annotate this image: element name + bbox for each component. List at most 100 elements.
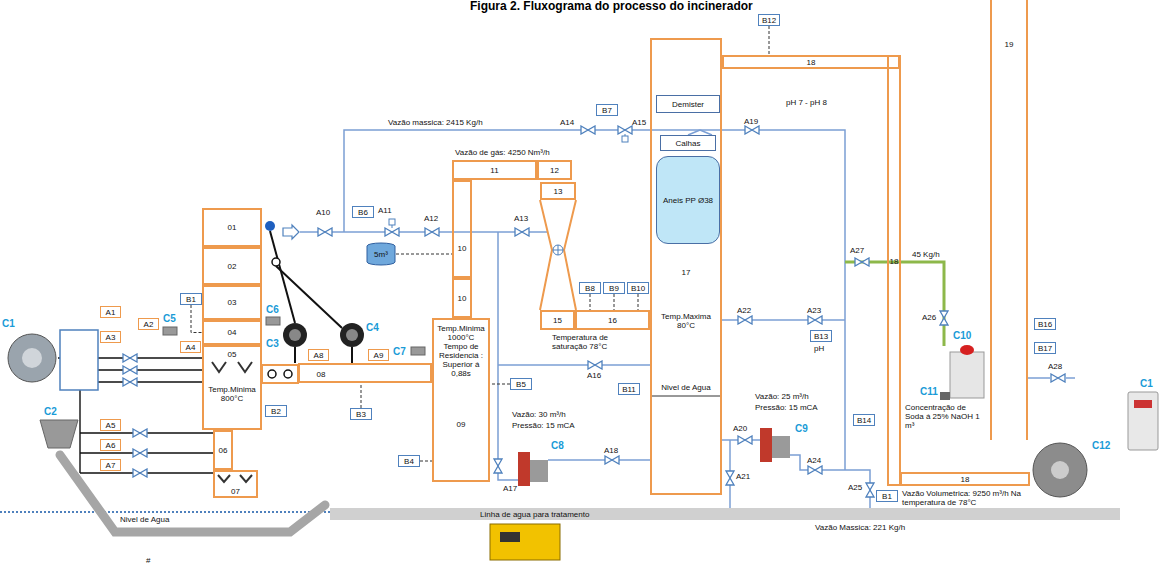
equipment-tag: C4: [366, 322, 379, 333]
water-pipe: [344, 130, 845, 470]
pumps: [772, 436, 790, 458]
tower-water-line: [652, 396, 720, 397]
process-box: 10: [452, 180, 472, 278]
node-text: B3: [356, 410, 366, 419]
node-text: Demister: [672, 100, 704, 109]
fuel-lines: [270, 231, 352, 363]
node-text: 07: [215, 487, 256, 496]
instruments: [622, 136, 628, 142]
water-pipe: [498, 364, 650, 366]
node-text: B10: [631, 284, 645, 293]
valves: [133, 449, 147, 457]
node-text: 04: [228, 328, 237, 337]
process-box: 02: [202, 247, 262, 285]
air-lines: [80, 390, 213, 473]
valves: [726, 471, 734, 485]
valves: [808, 316, 822, 324]
internal-box: Calhas: [660, 135, 716, 151]
instrument-tag: B6: [352, 206, 374, 218]
blowers: [283, 323, 307, 347]
valve-tag: A6: [100, 439, 121, 451]
line-ports: [265, 221, 275, 231]
process-box: 15: [540, 310, 575, 330]
instrument-tag: B3: [350, 408, 372, 420]
water-pipe: [548, 459, 650, 461]
node-text: A7: [106, 461, 116, 470]
instrument-tag: B17: [1034, 342, 1056, 354]
soda-line: [845, 262, 944, 346]
annotation: A27: [850, 246, 864, 255]
equipment-tag: C3: [266, 338, 279, 349]
fan-c1: [8, 334, 56, 382]
duct-segment: [262, 365, 298, 383]
instrument-tag: B11: [618, 383, 640, 395]
air-manifold: [60, 330, 98, 390]
node-text: B9: [609, 284, 619, 293]
a28-line: [1028, 377, 1050, 379]
cameras: [266, 317, 280, 325]
annotation: Vazão de gás: 4250 Nm³/h: [455, 148, 550, 157]
node-text: 01: [228, 223, 237, 232]
process-box: 10: [452, 278, 472, 318]
tower-water-line: [652, 396, 720, 397]
pumps: [760, 428, 772, 462]
feeder-c2: [40, 420, 78, 448]
water-tank: 5m³: [366, 242, 396, 266]
annotation: A24: [807, 456, 821, 465]
annotation: A20: [733, 424, 747, 433]
conveyor: [60, 455, 325, 532]
instrument-tag: B7: [596, 104, 618, 116]
valves: [123, 378, 137, 386]
annotation: A15: [632, 118, 646, 127]
valves: [515, 228, 529, 236]
diagram-title: Figura 2. Fluxograma do processo do inci…: [470, 0, 753, 13]
equipment-tag: C7: [393, 346, 406, 357]
annotation: Nivel de Agua: [120, 515, 169, 524]
annotation: Vazão: 30 m³/h: [512, 410, 566, 419]
valve-tag: A8: [308, 349, 329, 361]
node-text: 05: [204, 350, 260, 359]
node-text: 5m³: [374, 250, 388, 259]
node-text: 15: [553, 316, 562, 325]
venturi: [540, 200, 576, 310]
air-manifold: [60, 330, 98, 390]
annotation: A17: [503, 484, 517, 493]
soda-tank: [940, 345, 984, 400]
water-pipe: [300, 231, 547, 233]
node-text: 02: [228, 262, 237, 271]
treatment-water-bar: [330, 508, 1120, 520]
process-box: Temp.Minima 1000°C Tempo de Residencia :…: [432, 318, 490, 482]
node-text: 03: [228, 298, 237, 307]
valves: [855, 258, 869, 266]
valves: [618, 126, 632, 134]
valves: [133, 469, 147, 477]
valves: [581, 126, 595, 134]
annotation: Concentração de Soda á 25% NaOH 1 m³: [905, 403, 985, 430]
blowers: [340, 323, 364, 347]
valves: [123, 126, 1065, 497]
valves: [385, 228, 399, 236]
instruments: [625, 134, 626, 136]
instrument-tag: B1: [180, 293, 202, 305]
exhaust-fan: [1033, 443, 1087, 497]
signal-line: [361, 383, 362, 408]
cameras: [411, 347, 425, 355]
burners: [218, 475, 252, 482]
process-box: 08: [298, 363, 432, 383]
fan-c1: [8, 334, 56, 382]
inlet-arrow: [283, 225, 299, 239]
burners: [212, 362, 252, 372]
valves: [738, 436, 752, 444]
valve-tag: A3: [100, 331, 121, 343]
instrument-tag: B2: [265, 405, 287, 417]
process-box: 04: [202, 320, 262, 345]
node-text: B1: [186, 295, 196, 304]
annotation: A14: [560, 118, 574, 127]
valve-tag: A2: [138, 318, 159, 330]
annotation: Pressão: 15 mCA: [512, 421, 575, 430]
signal-line: [614, 294, 615, 310]
treatment-water-bar: [330, 508, 1120, 520]
node-text: 13: [554, 187, 563, 196]
process-box: 05Temp.Minima 800°C: [202, 345, 262, 430]
annotation: A11: [378, 206, 392, 215]
